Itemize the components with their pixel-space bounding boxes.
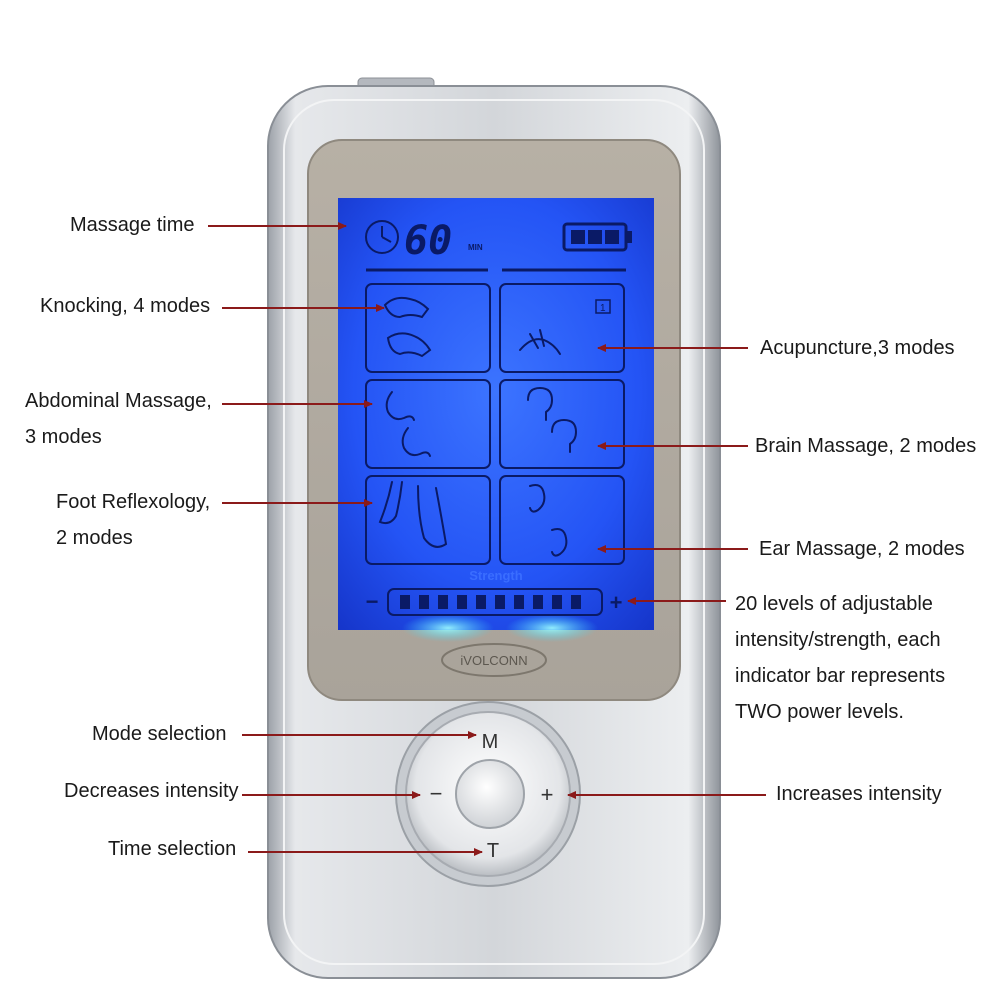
strength-bar-segment xyxy=(457,595,467,609)
label-acupuncture-text: Acupuncture,3 modes xyxy=(760,337,955,359)
mode-box-abdominal xyxy=(365,379,491,469)
battery-icon xyxy=(562,222,632,252)
lcd-indicator-box xyxy=(595,299,611,314)
label-time-selection: Time selection xyxy=(108,831,236,867)
decrease-button[interactable]: − xyxy=(430,781,443,806)
strength-bar-segment xyxy=(495,595,505,609)
brand-badge xyxy=(441,643,547,677)
label-brain-text: Brain Massage, 2 modes xyxy=(755,435,977,457)
label-knocking: Knocking, 4 modes xyxy=(40,288,210,324)
center-button[interactable] xyxy=(455,759,525,829)
strength-bar-segment xyxy=(419,595,429,609)
strength-bar-frame xyxy=(387,588,603,616)
lcd-indicator: 1 xyxy=(600,303,606,314)
time-button[interactable]: T xyxy=(487,840,499,862)
acupuncture-icon xyxy=(519,329,561,355)
label-abdominal-line2: 3 modes xyxy=(25,426,102,448)
label-massage-time-text: Massage time xyxy=(70,214,195,236)
strength-bar-segment xyxy=(533,595,543,609)
label-acupuncture: Acupuncture,3 modes xyxy=(760,330,955,366)
clock-icon xyxy=(365,220,399,254)
label-levels-line3: indicator bar represents xyxy=(735,665,946,687)
strength-plus: + xyxy=(610,590,623,615)
label-abdominal-line1: Abdominal Massage, xyxy=(25,390,212,412)
label-decreases: Decreases intensity xyxy=(64,773,239,809)
strength-bar-segment xyxy=(400,595,410,609)
mode-box-brain xyxy=(499,379,625,469)
timer-unit: MIN xyxy=(468,243,483,252)
mode-button[interactable]: M xyxy=(482,731,499,753)
lcd-glow-right xyxy=(506,614,598,642)
label-increases: Increases intensity xyxy=(776,776,942,812)
label-levels-line2: intensity/strength, each xyxy=(735,629,941,651)
label-foot: Foot Reflexology, 2 modes xyxy=(56,484,210,556)
label-levels-line4: TWO power levels. xyxy=(735,701,904,723)
label-levels-line1: 20 levels of adjustable xyxy=(735,593,933,615)
stomach-icon xyxy=(385,391,415,421)
increase-button[interactable]: + xyxy=(541,782,554,807)
strength-bar-segment xyxy=(476,595,486,609)
label-mode-selection: Mode selection xyxy=(92,716,227,752)
strength-bar-segment xyxy=(571,595,581,609)
brain-head-icon xyxy=(527,386,554,421)
label-abdominal: Abdominal Massage, 3 modes xyxy=(25,383,212,455)
label-ear-text: Ear Massage, 2 modes xyxy=(759,538,965,560)
stomach-icon-2 xyxy=(401,427,431,457)
label-massage-time: Massage time xyxy=(70,207,195,243)
label-increases-text: Increases intensity xyxy=(776,783,942,805)
mode-box-acupuncture xyxy=(499,283,625,373)
label-levels: 20 levels of adjustable intensity/streng… xyxy=(735,586,945,730)
mode-box-foot xyxy=(365,475,491,565)
label-brain: Brain Massage, 2 modes xyxy=(755,428,976,464)
knocking-hand-icon xyxy=(383,296,430,319)
label-mode-selection-text: Mode selection xyxy=(92,723,227,745)
ear-icon xyxy=(529,484,546,513)
brand-text: iVOLCONN xyxy=(460,653,527,668)
ear-icon-2 xyxy=(551,528,568,557)
strength-minus: − xyxy=(366,589,379,614)
strength-bar-segment xyxy=(552,595,562,609)
device-body-inner xyxy=(283,99,705,965)
label-ear: Ear Massage, 2 modes xyxy=(759,531,965,567)
timer-value: 60 xyxy=(404,218,452,264)
mode-box-knocking xyxy=(365,283,491,373)
lcd-glow-left xyxy=(402,614,494,642)
strength-title: Strength xyxy=(469,568,523,583)
strength-bar-segment xyxy=(438,595,448,609)
lcd-screen xyxy=(338,198,654,630)
label-foot-line2: 2 modes xyxy=(56,527,133,549)
label-time-selection-text: Time selection xyxy=(108,838,237,860)
knocking-hand-icon-2 xyxy=(386,332,432,358)
label-foot-line1: Foot Reflexology, xyxy=(56,491,211,513)
label-decreases-text: Decreases intensity xyxy=(64,780,239,802)
foot-icon xyxy=(378,481,403,525)
mode-box-ear xyxy=(499,475,625,565)
strength-bar-segment xyxy=(514,595,524,609)
foot-icon-2 xyxy=(417,485,448,548)
strength-bars xyxy=(400,595,581,609)
brain-head-icon-2 xyxy=(551,418,578,453)
label-knocking-text: Knocking, 4 modes xyxy=(40,295,211,317)
